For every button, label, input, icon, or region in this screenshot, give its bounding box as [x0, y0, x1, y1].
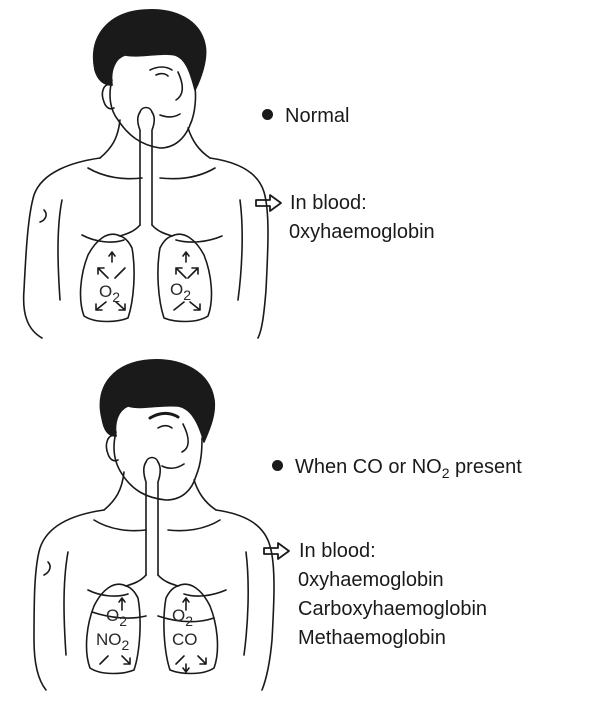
polluted-heading-prefix: When CO or NO: [295, 456, 442, 478]
polluted-right-lung-bottom-gas: CO: [172, 630, 198, 653]
polluted-right-lung-top-gas: O2: [172, 606, 193, 629]
polluted-blood-item-2: Carboxyhaemoglobin: [298, 597, 487, 621]
polluted-left-lung-top-gas: O2: [106, 606, 127, 629]
polluted-left-lung-top-gas-sub: 2: [119, 613, 127, 629]
polluted-right-lung-top-gas-sub: 2: [185, 613, 193, 629]
polluted-heading: When CO or NO2 present: [272, 455, 522, 485]
polluted-right-lung-top-gas-main: O: [172, 606, 185, 625]
bullet-dot-icon: [272, 460, 283, 471]
polluted-left-lung-bottom-gas-sub: 2: [122, 637, 130, 653]
outline-right-arrow-icon: [262, 541, 292, 561]
polluted-left-lung-bottom-gas-main: NO: [96, 630, 122, 649]
polluted-heading-sub: 2: [442, 465, 450, 481]
polluted-blood-item-1: 0xyhaemoglobin: [298, 568, 444, 592]
polluted-right-lung-bottom-gas-main: CO: [172, 630, 198, 649]
polluted-heading-suffix: present: [450, 456, 522, 478]
polluted-left-lung-top-gas-main: O: [106, 606, 119, 625]
polluted-blood-item-3: Methaemoglobin: [298, 626, 446, 650]
polluted-blood-label: In blood:: [299, 539, 376, 563]
polluted-left-lung-bottom-gas: NO2: [96, 630, 129, 653]
